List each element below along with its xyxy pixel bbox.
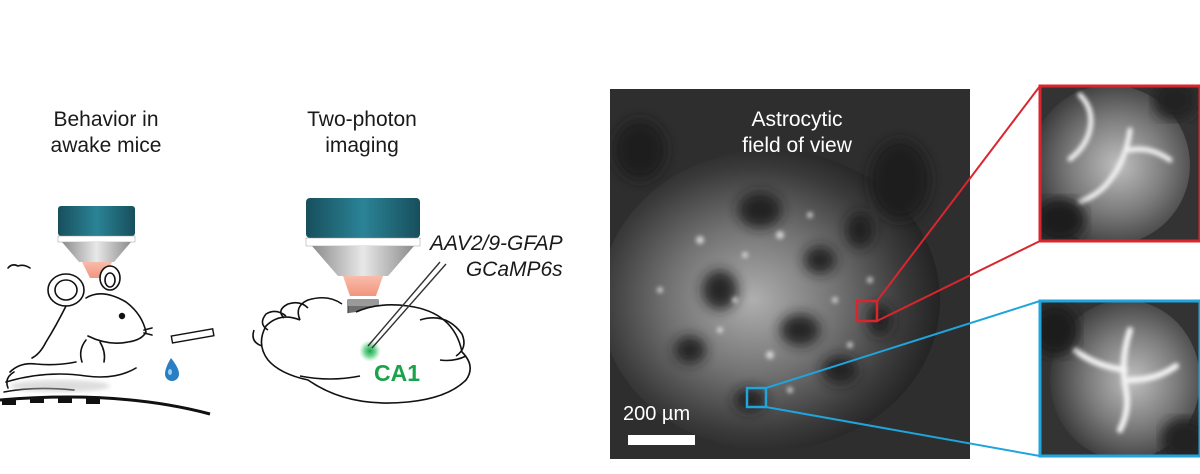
inset-blue xyxy=(1038,299,1200,458)
behavior-title: Behavior in awake mice xyxy=(51,107,162,159)
inset-red xyxy=(1038,84,1200,243)
imaging-panel xyxy=(252,198,471,404)
treadmill-markers xyxy=(2,397,100,405)
mouse-illustration xyxy=(3,264,153,393)
ca1-label: CA1 xyxy=(374,360,421,386)
water-drop-icon xyxy=(165,358,179,381)
behavior-title-line1: Behavior in xyxy=(53,108,159,131)
scale-bar-label: 200 µm xyxy=(623,403,691,425)
fov-title-line2: field of view xyxy=(742,134,852,157)
imaging-title-line1: Two-photon xyxy=(307,108,417,131)
roi-red xyxy=(855,299,879,323)
fov-title: Astrocytic field of view xyxy=(742,107,852,159)
ca1-injection-spot xyxy=(359,340,381,362)
injection-label-line1: AAV2/9-GFAP xyxy=(430,232,563,255)
scale-bar xyxy=(628,435,695,445)
injection-label-line2: GCaMP6s xyxy=(465,258,563,281)
fov-panel xyxy=(610,89,970,459)
inset-connectors xyxy=(765,85,1041,457)
injection-label: AAV2/9-GFAP GCaMP6s xyxy=(430,231,563,283)
objective-1 xyxy=(57,206,136,278)
injection-pipette xyxy=(367,261,447,349)
water-spout xyxy=(165,327,215,381)
treadmill-surface xyxy=(0,395,211,416)
imaging-title: Two-photon imaging xyxy=(307,107,417,159)
imaging-title-line2: imaging xyxy=(325,134,399,157)
behavior-title-line2: awake mice xyxy=(50,134,162,157)
fov-title-line1: Astrocytic xyxy=(751,108,843,131)
objective-2 xyxy=(305,198,421,329)
roi-blue xyxy=(745,386,768,409)
behavior-panel xyxy=(0,206,215,416)
